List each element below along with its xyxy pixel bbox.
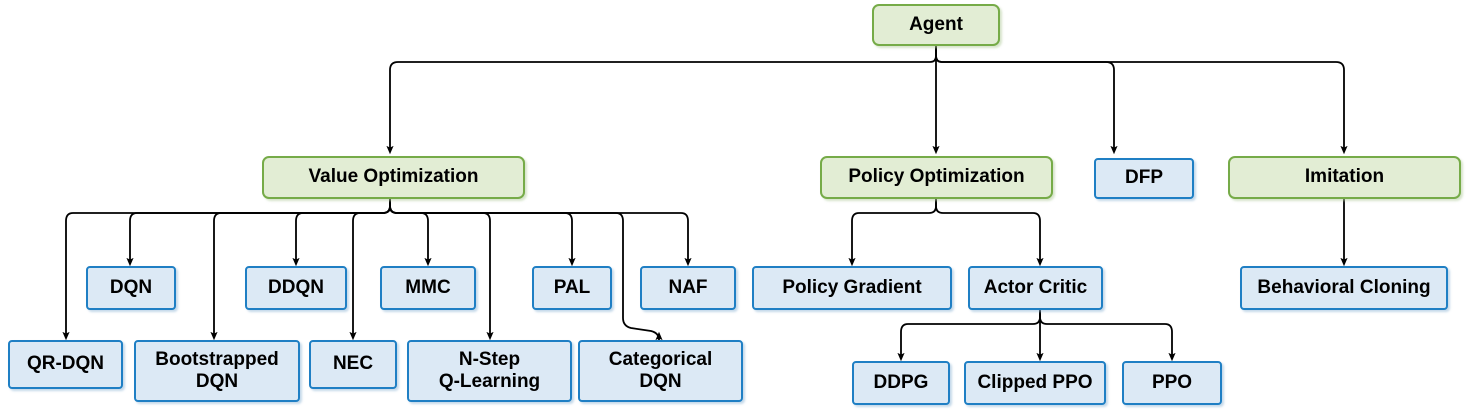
node-value-optimization-label: Value Optimization (308, 166, 479, 188)
edge-ac-ddpg (897, 310, 1041, 362)
edge-agent-imitation (935, 46, 1348, 155)
edge-vo-dqn (126, 199, 391, 267)
edge-agent-value-optimization (386, 46, 937, 155)
node-clipped-ppo[interactable]: Clipped PPO (964, 361, 1106, 405)
edge-po-policy-gradient (848, 199, 937, 267)
node-policy-optimization-label: Policy Optimization (848, 166, 1025, 188)
node-policy-optimization[interactable]: Policy Optimization (820, 156, 1053, 199)
node-ddqn-label: DDQN (268, 276, 324, 298)
node-dqn[interactable]: DQN (86, 266, 176, 310)
edge-vo-pal (389, 199, 576, 267)
node-pal-label: PAL (553, 276, 591, 298)
node-value-optimization[interactable]: Value Optimization (262, 156, 525, 199)
node-agent-label: Agent (909, 13, 963, 35)
node-nec-label: NEC (332, 353, 374, 375)
node-qr-dqn[interactable]: QR-DQN (8, 340, 123, 389)
node-ddqn[interactable]: DDQN (245, 266, 347, 310)
edges-from-value-optimization (62, 199, 692, 341)
node-naf[interactable]: NAF (640, 266, 736, 310)
node-naf-label: NAF (668, 276, 708, 298)
node-policy-gradient[interactable]: Policy Gradient (752, 266, 952, 310)
node-bootstrapped-dqn-label: Bootstrapped DQN (155, 348, 279, 392)
edge-vo-naf (389, 199, 692, 267)
node-agent[interactable]: Agent (872, 4, 1000, 46)
node-imitation-label: Imitation (1304, 166, 1385, 188)
node-n-step-q-learning[interactable]: N-Step Q-Learning (407, 340, 572, 402)
node-categorical-dqn-label: Categorical DQN (608, 348, 713, 392)
node-behavioral-cloning[interactable]: Behavioral Cloning (1240, 266, 1448, 310)
node-mmc[interactable]: MMC (380, 266, 476, 310)
edge-po-actor-critic (935, 199, 1044, 267)
node-mmc-label: MMC (405, 276, 451, 298)
node-behavioral-cloning-label: Behavioral Cloning (1257, 276, 1431, 298)
edges-from-actor-critic (897, 310, 1176, 362)
edges-from-policy-optimization (848, 199, 1044, 267)
node-imitation[interactable]: Imitation (1228, 156, 1461, 199)
node-actor-critic[interactable]: Actor Critic (968, 266, 1103, 310)
node-clipped-ppo-label: Clipped PPO (977, 371, 1093, 393)
edge-vo-categorical-dqn (389, 199, 663, 341)
edge-vo-mmc (389, 199, 432, 267)
edge-ac-ppo (1039, 310, 1176, 362)
node-ddpg[interactable]: DDPG (852, 361, 950, 405)
node-bootstrapped-dqn[interactable]: Bootstrapped DQN (134, 340, 300, 402)
edges-from-agent (386, 46, 1348, 155)
node-dfp-label: DFP (1125, 167, 1163, 189)
node-ddpg-label: DDPG (873, 371, 929, 393)
node-categorical-dqn[interactable]: Categorical DQN (578, 340, 743, 402)
node-policy-gradient-label: Policy Gradient (782, 276, 922, 298)
node-dqn-label: DQN (109, 276, 153, 298)
node-ppo-label: PPO (1151, 371, 1193, 393)
edge-vo-ddqn (292, 199, 391, 267)
node-n-step-q-learning-label: N-Step Q-Learning (438, 348, 541, 392)
node-ppo[interactable]: PPO (1122, 361, 1222, 405)
node-nec[interactable]: NEC (309, 340, 397, 389)
node-qr-dqn-label: QR-DQN (26, 353, 105, 375)
node-pal[interactable]: PAL (532, 266, 612, 310)
node-dfp[interactable]: DFP (1094, 158, 1194, 199)
node-actor-critic-label: Actor Critic (983, 276, 1088, 298)
